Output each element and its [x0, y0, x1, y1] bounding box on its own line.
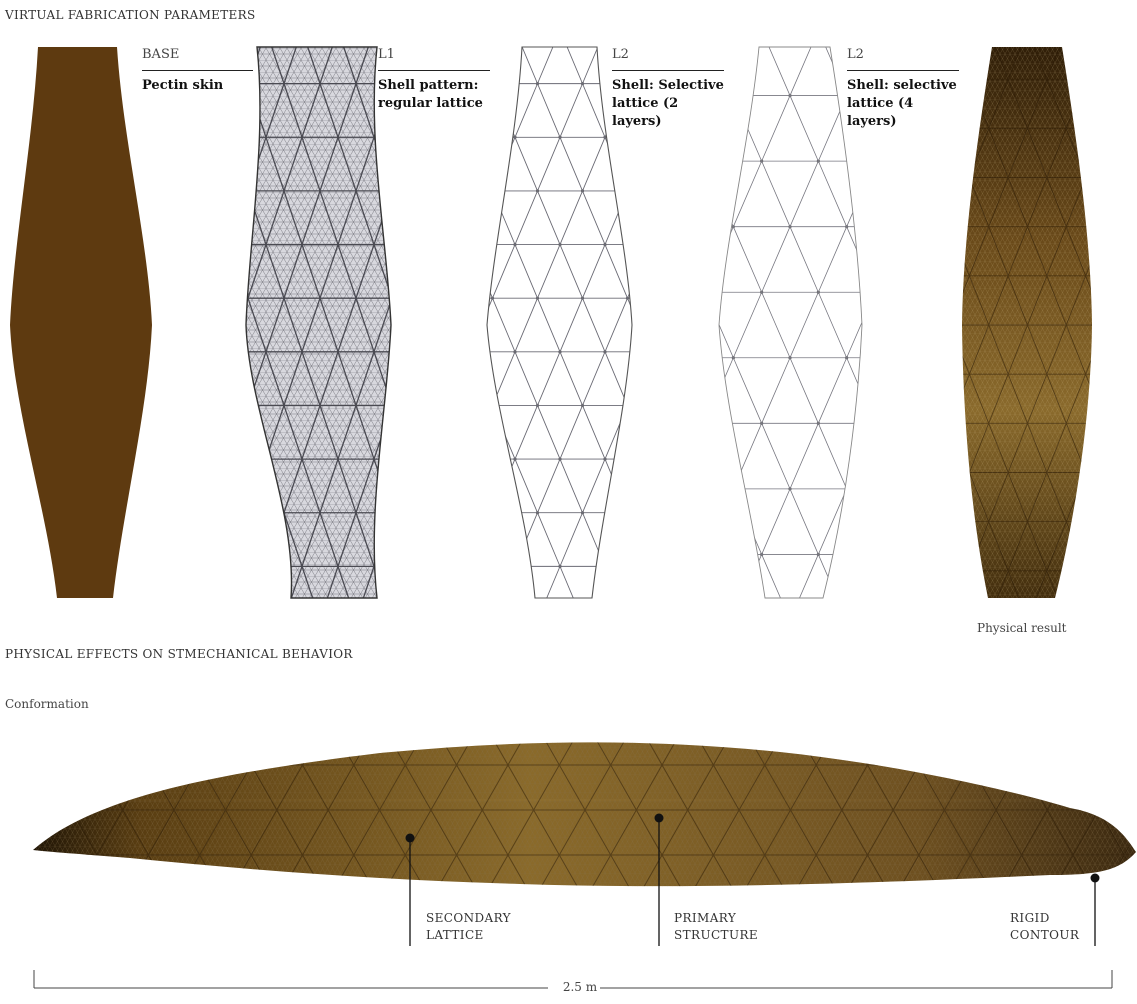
- callout-label-line: LATTICE: [426, 927, 511, 944]
- callout-label-line: RIGID: [1010, 910, 1079, 927]
- callout-label-secondary-lattice: SECONDARY LATTICE: [426, 910, 511, 944]
- callout-label-line: SECONDARY: [426, 910, 511, 927]
- callout-label-rigid-contour: RIGID CONTOUR: [1010, 910, 1079, 944]
- conformation-sheet: [0, 720, 1137, 900]
- scale-bar-label: 2.5 m: [560, 980, 600, 994]
- callout-label-line: STRUCTURE: [674, 927, 758, 944]
- callout-label-line: PRIMARY: [674, 910, 758, 927]
- callout-label-line: CONTOUR: [1010, 927, 1079, 944]
- callout-label-primary-structure: PRIMARY STRUCTURE: [674, 910, 758, 944]
